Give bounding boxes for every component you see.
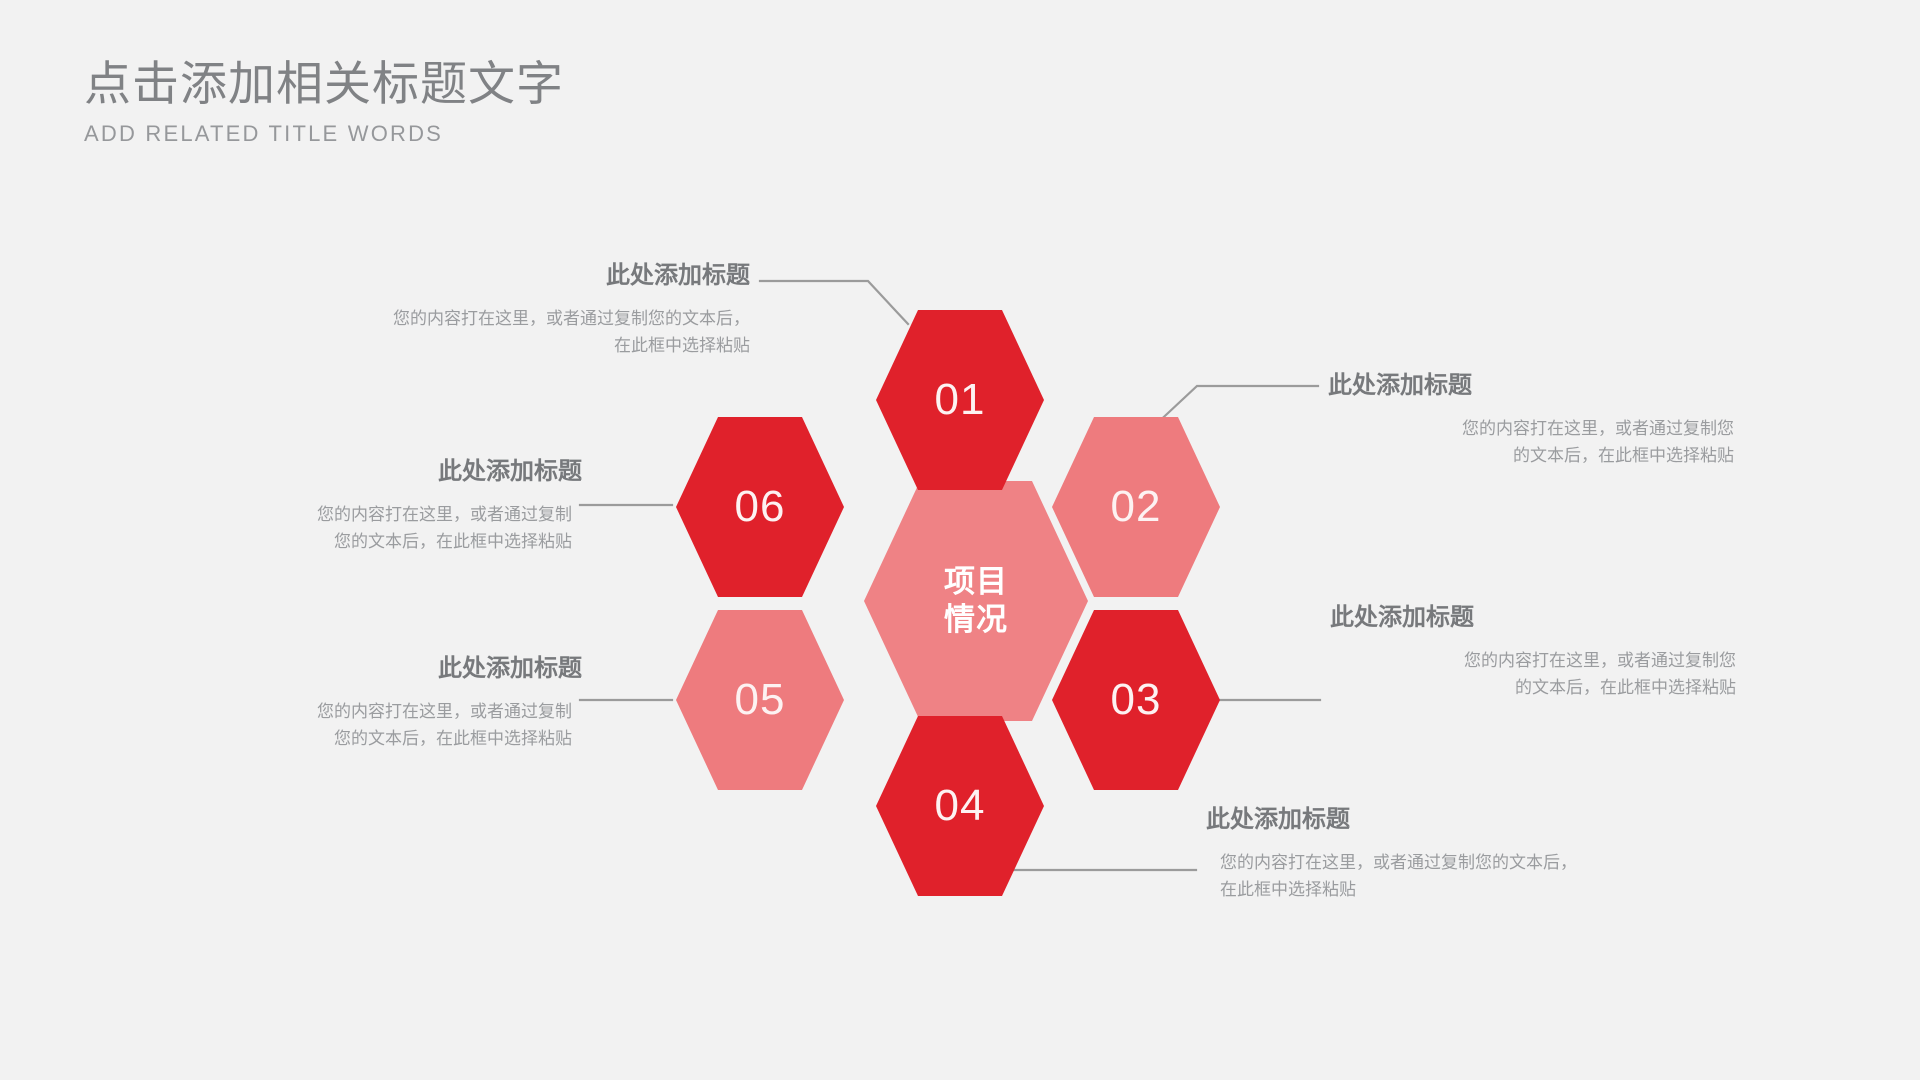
hexagon-04-number: 04 bbox=[934, 781, 986, 830]
callout-02-title: 此处添加标题 bbox=[1328, 372, 1472, 399]
hexagon-03-number: 03 bbox=[1110, 675, 1162, 724]
callout-05-body-line2: 您的文本后，在此框中选择粘贴 bbox=[334, 729, 572, 749]
page-subtitle: ADD RELATED TITLE WORDS bbox=[84, 120, 444, 146]
callout-01-body: 您的内容打在这里，或者通过复制您的文本后， 在此框中选择粘贴 bbox=[230, 305, 750, 360]
center-label-line2: 情况 bbox=[944, 602, 1008, 637]
callout-06-body-line1: 您的内容打在这里，或者通过复制 bbox=[317, 504, 572, 524]
callout-05-title: 此处添加标题 bbox=[438, 655, 582, 682]
slide-header: 点击添加相关标题文字 ADD RELATED TITLE WORDS bbox=[84, 57, 564, 147]
callout-02[interactable]: 此处添加标题 您的内容打在这里，或者通过复制您 的文本后，在此框中选择粘贴 bbox=[1328, 372, 1748, 470]
hexagon-02[interactable]: 02 bbox=[1052, 417, 1220, 597]
callout-03[interactable]: 此处添加标题 您的内容打在这里，或者通过复制您 的文本后，在此框中选择粘贴 bbox=[1330, 604, 1750, 702]
hexagon-02-number: 02 bbox=[1110, 482, 1162, 531]
callout-02-body-line1: 您的内容打在这里，或者通过复制您 bbox=[1462, 418, 1734, 438]
callout-04-body-line2: 在此框中选择粘贴 bbox=[1220, 880, 1356, 900]
callout-03-body-line2: 的文本后，在此框中选择粘贴 bbox=[1515, 678, 1736, 698]
callout-04-body-line1: 您的内容打在这里，或者通过复制您的文本后， bbox=[1220, 852, 1577, 872]
callout-01-body-line1: 您的内容打在这里，或者通过复制您的文本后， bbox=[393, 308, 750, 328]
callout-06[interactable]: 此处添加标题 您的内容打在这里，或者通过复制 您的文本后，在此框中选择粘贴 bbox=[160, 458, 582, 556]
hexagon-04[interactable]: 04 bbox=[876, 716, 1044, 896]
callout-06-body-line2: 您的文本后，在此框中选择粘贴 bbox=[334, 532, 572, 552]
callout-06-body: 您的内容打在这里，或者通过复制 您的文本后，在此框中选择粘贴 bbox=[160, 501, 582, 556]
callout-05[interactable]: 此处添加标题 您的内容打在这里，或者通过复制 您的文本后，在此框中选择粘贴 bbox=[160, 655, 582, 753]
callout-02-body-line2: 的文本后，在此框中选择粘贴 bbox=[1513, 446, 1734, 466]
center-hexagon[interactable]: 项目 情况 bbox=[864, 481, 1088, 721]
hexagon-06[interactable]: 06 bbox=[676, 417, 844, 597]
callout-03-body-line1: 您的内容打在这里，或者通过复制您 bbox=[1464, 650, 1736, 670]
hexagon-03[interactable]: 03 bbox=[1052, 610, 1220, 790]
callout-06-title: 此处添加标题 bbox=[438, 458, 582, 485]
hexagon-05[interactable]: 05 bbox=[676, 610, 844, 790]
hexagon-05-number: 05 bbox=[734, 675, 786, 724]
hexagon-01-number: 01 bbox=[934, 375, 986, 424]
callout-05-body: 您的内容打在这里，或者通过复制 您的文本后，在此框中选择粘贴 bbox=[160, 698, 582, 753]
callout-05-body-line1: 您的内容打在这里，或者通过复制 bbox=[317, 701, 572, 721]
callout-03-body: 您的内容打在这里，或者通过复制您 的文本后，在此框中选择粘贴 bbox=[1330, 647, 1750, 702]
center-label-line1: 项目 bbox=[944, 564, 1008, 600]
callout-04[interactable]: 此处添加标题 您的内容打在这里，或者通过复制您的文本后， 在此框中选择粘贴 bbox=[1206, 806, 1726, 904]
callout-01-body-line2: 在此框中选择粘贴 bbox=[614, 336, 750, 356]
connector-01 bbox=[758, 279, 910, 326]
callout-01-title: 此处添加标题 bbox=[606, 262, 750, 289]
callout-04-body: 您的内容打在这里，或者通过复制您的文本后， 在此框中选择粘贴 bbox=[1206, 849, 1726, 904]
callout-01[interactable]: 此处添加标题 您的内容打在这里，或者通过复制您的文本后， 在此框中选择粘贴 bbox=[230, 262, 750, 360]
callout-02-body: 您的内容打在这里，或者通过复制您 的文本后，在此框中选择粘贴 bbox=[1328, 415, 1748, 470]
hexagon-01[interactable]: 01 bbox=[876, 310, 1044, 490]
hexagon-06-number: 06 bbox=[734, 482, 786, 531]
page-title: 点击添加相关标题文字 bbox=[84, 57, 564, 110]
callout-04-title: 此处添加标题 bbox=[1206, 806, 1350, 833]
callout-03-title: 此处添加标题 bbox=[1330, 604, 1474, 631]
